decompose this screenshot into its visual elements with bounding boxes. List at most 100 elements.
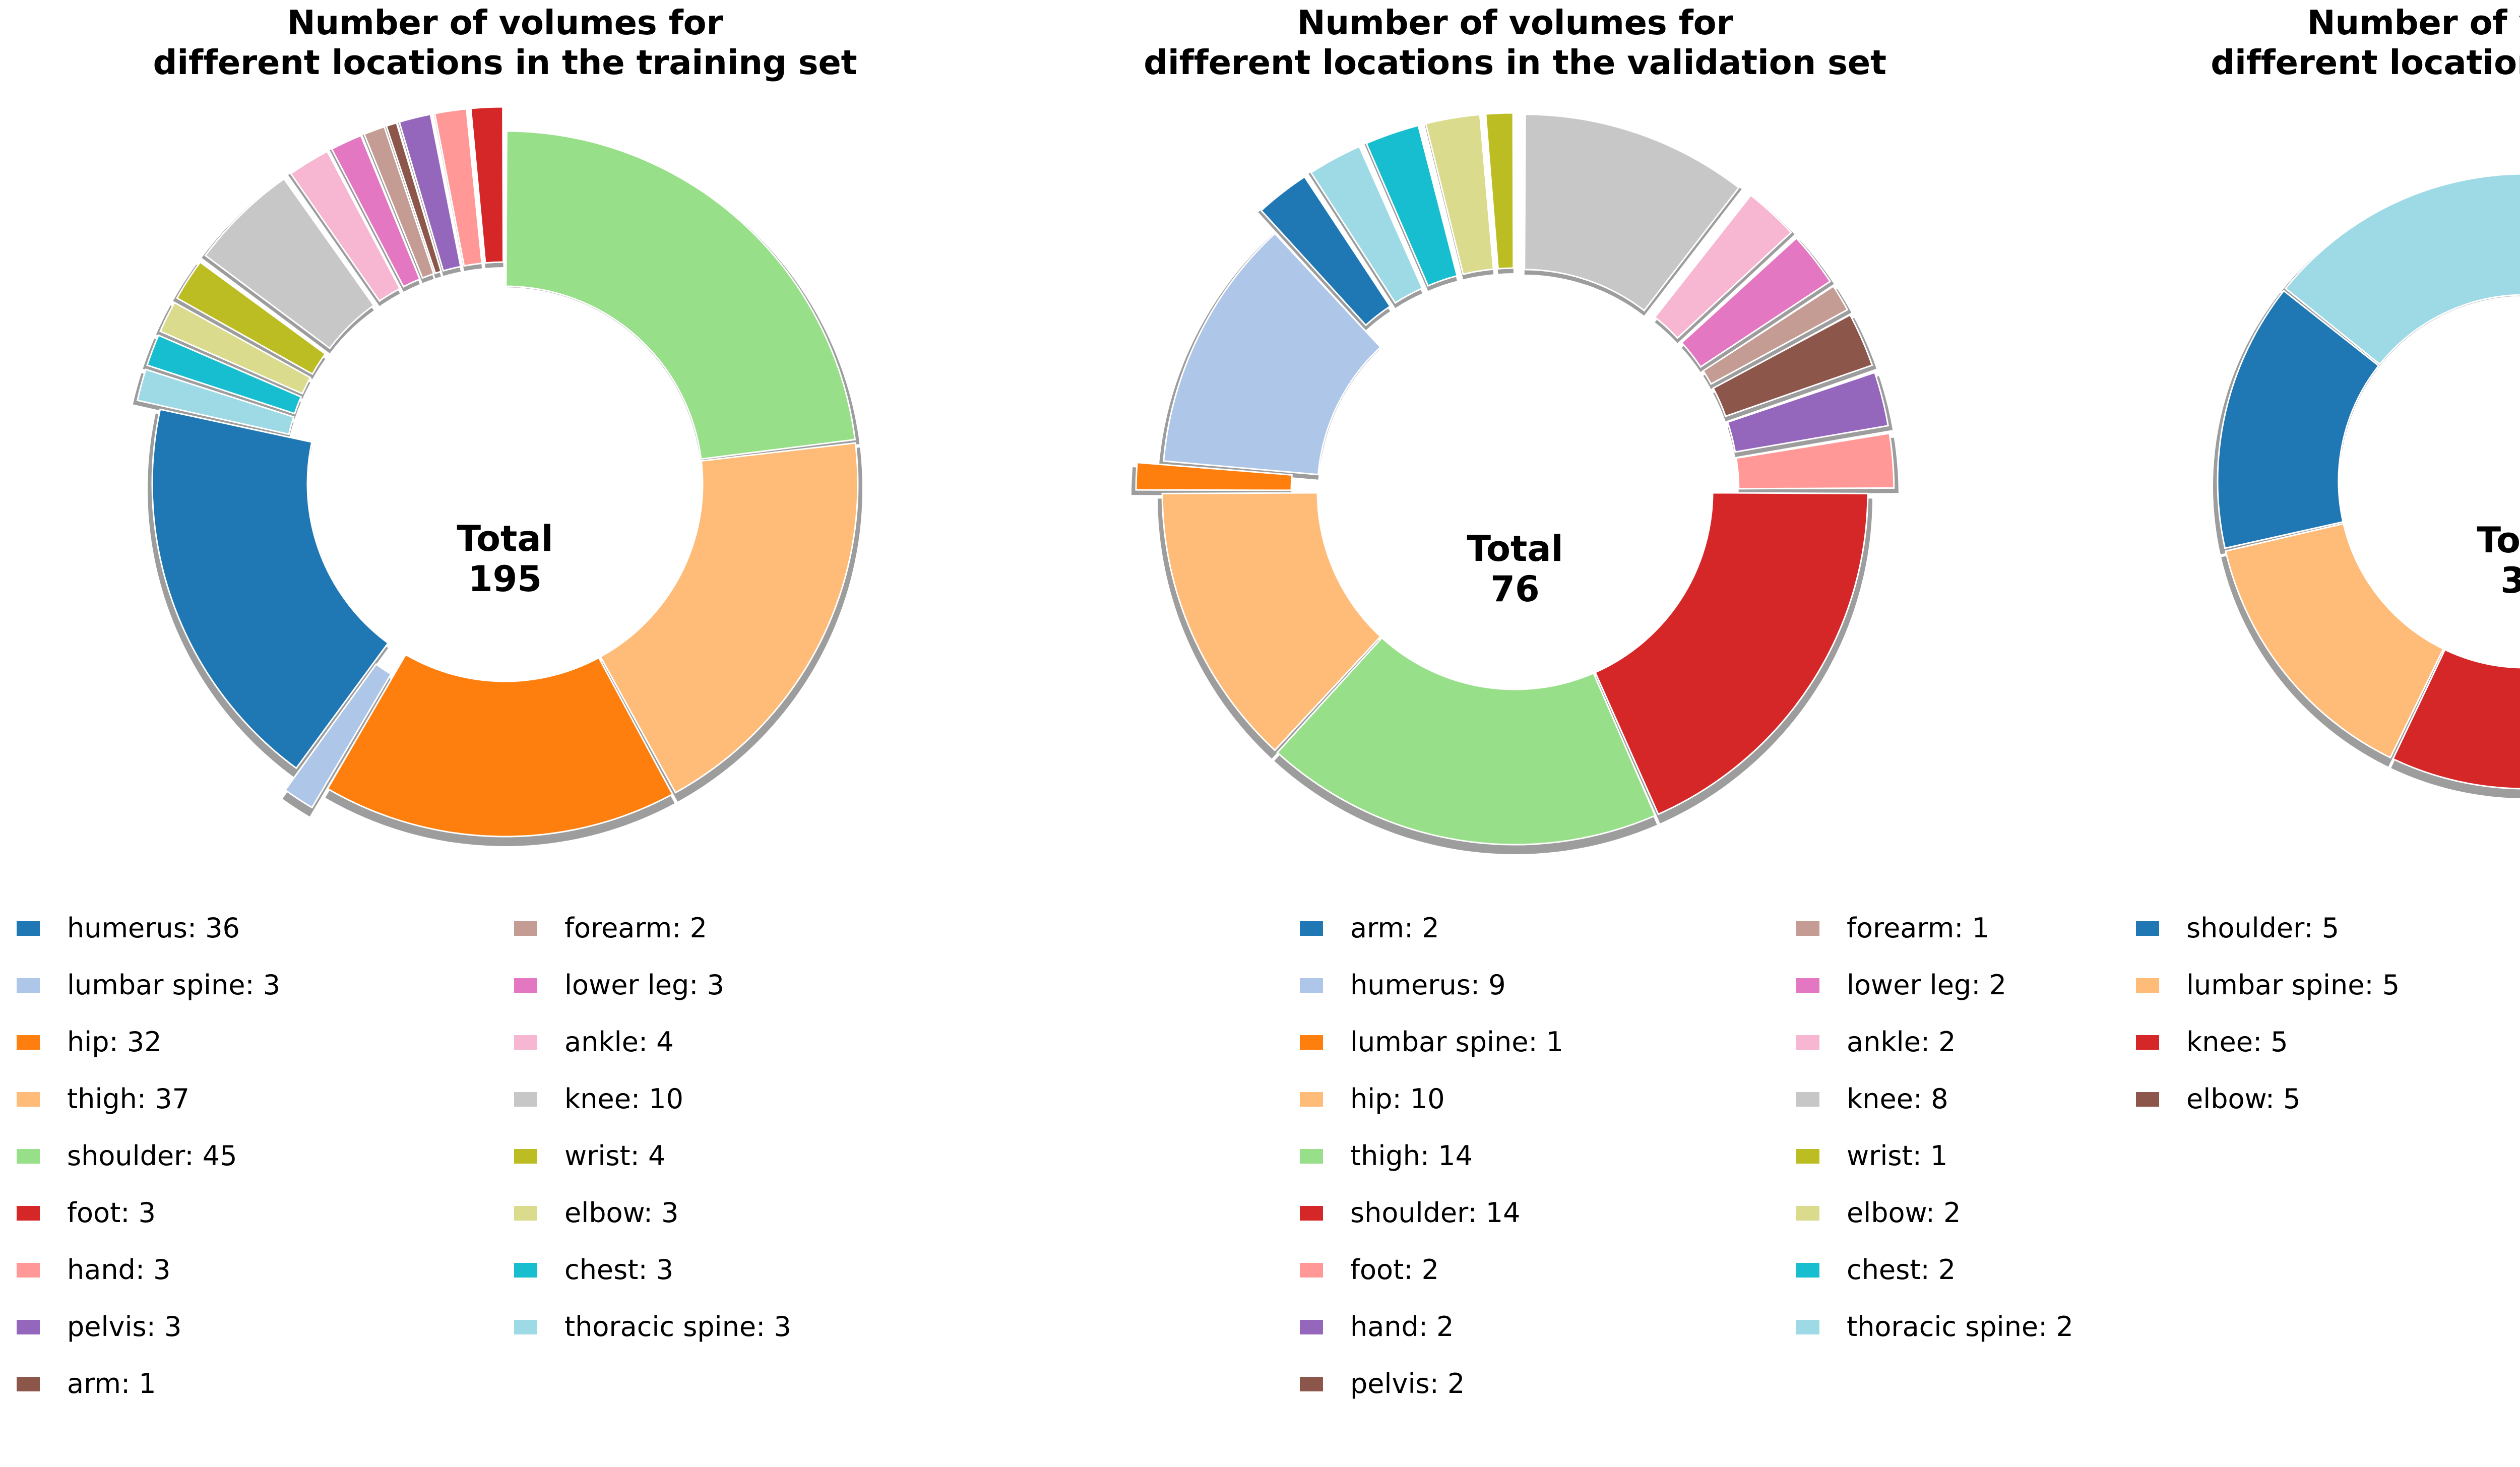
legend-label: arm: 2 <box>1350 912 1439 944</box>
legend-swatch-icon <box>1300 1149 1323 1164</box>
legend-swatch-icon <box>17 1149 40 1164</box>
donut-slice-forearm[interactable]: forearm: 2 <box>363 125 435 279</box>
legend-label: shoulder: 45 <box>67 1140 237 1172</box>
donut-slice-pelvis[interactable]: pelvis: 3 <box>398 113 462 272</box>
legend-swatch-icon <box>514 1263 537 1278</box>
legend-label: hand: 2 <box>1350 1311 1454 1343</box>
legend-swatch-icon <box>1796 1092 1819 1107</box>
legend-swatch-icon <box>1300 1377 1323 1391</box>
donut-slice-lower-leg[interactable]: lower leg: 3 <box>331 134 421 288</box>
legend-label: thigh: 14 <box>1350 1140 1473 1172</box>
legend-swatch-icon <box>1796 921 1819 936</box>
donut-slice-foot[interactable]: foot: 3 <box>470 106 505 264</box>
panel-validation: Number of volumes for different location… <box>1010 0 2073 1467</box>
legend-label: hand: 3 <box>67 1254 171 1286</box>
title-line-2: different locations in the training set <box>153 43 857 83</box>
donut-slice-foot[interactable]: foot: 2 <box>1735 432 1895 490</box>
legend-swatch-icon <box>1300 1035 1323 1050</box>
legend-label: lower leg: 2 <box>1847 969 2007 1001</box>
legend-label: hip: 32 <box>67 1026 162 1058</box>
legend-swatch-icon <box>514 1206 537 1221</box>
donut-slice-chest[interactable]: chest: 3 <box>146 334 302 415</box>
donut-slice-hand[interactable]: hand: 3 <box>433 108 483 267</box>
donut-center-hole <box>2340 296 2520 667</box>
donut-center-hole <box>1318 295 1712 688</box>
legend-label: forearm: 2 <box>564 912 707 944</box>
donut-slice-elbow[interactable]: elbow: 2 <box>1425 113 1494 276</box>
legend-swatch-icon <box>2136 978 2159 993</box>
legend-label: shoulder: 14 <box>1350 1197 1521 1229</box>
donut-slice-arm[interactable]: arm: 1 <box>385 121 442 275</box>
legend-swatch-icon <box>17 1320 40 1334</box>
page-title-test: Number of volumes for different location… <box>2020 3 2520 83</box>
legend-swatch-icon <box>514 1320 537 1334</box>
page-title-validation: Number of volumes for different location… <box>1010 3 2020 83</box>
donut-slice-wrist[interactable]: wrist: 4 <box>176 261 327 375</box>
donut-slice-lumbar-spine[interactable]: lumbar spine: 3 <box>284 663 393 809</box>
legend-label: pelvis: 2 <box>1350 1368 1465 1399</box>
donut-slice-wrist[interactable]: wrist: 1 <box>1485 112 1515 270</box>
legend-label: thoracic spine: 3 <box>564 1311 791 1343</box>
legend-swatch-icon <box>1300 1092 1323 1107</box>
donut-slice-thigh[interactable]: thigh: 14 <box>1276 636 1657 846</box>
donut-slice-lumbar-spine[interactable]: lumbar spine: 1 <box>1135 462 1293 491</box>
donut-slice-knee[interactable]: knee: 10 <box>204 177 375 350</box>
donut-slice-lower-leg[interactable]: lower leg: 2 <box>1680 237 1832 368</box>
donut-slice-shoulder[interactable]: shoulder: 45 <box>505 130 856 460</box>
donut-slice-forearm[interactable]: forearm: 1 <box>1702 285 1849 385</box>
donut-slice-knee[interactable]: knee: 8 <box>1524 113 1740 312</box>
donut-slice-humerus[interactable]: humerus: 36 <box>151 408 390 770</box>
donut-slice-chest[interactable]: chest: 2 <box>1365 124 1458 287</box>
donut-slice-pelvis[interactable]: pelvis: 2 <box>1712 313 1873 417</box>
donut-slice-thoracic-spine[interactable]: thoracic spine: 2 <box>1310 145 1424 304</box>
legend-swatch-icon <box>17 978 40 993</box>
donut-slice-humerus[interactable]: humerus: 9 <box>1163 232 1382 476</box>
legend-label: elbow: 2 <box>1847 1197 1961 1229</box>
legend-swatch-icon <box>1796 978 1819 993</box>
legend-label: foot: 2 <box>1350 1254 1439 1286</box>
donut-slice-thoracic-spine[interactable]: thoracic spine: 3 <box>136 368 295 435</box>
legend-swatch-icon <box>1796 1263 1819 1278</box>
donut-slice-lumbar-spine[interactable]: lumbar spine: 5 <box>2225 523 2444 759</box>
donut-slice-hip[interactable]: hip: 10 <box>1161 492 1382 751</box>
donut-slice-hand[interactable]: hand: 5 <box>2284 173 2520 366</box>
legend-label: forearm: 1 <box>1847 912 1989 944</box>
legend-label: knee: 10 <box>564 1083 684 1115</box>
legend-swatch-icon <box>514 1149 537 1164</box>
legend-label: chest: 2 <box>1847 1254 1956 1286</box>
legend-swatch-icon <box>17 1092 40 1107</box>
donut-slice-hand[interactable]: hand: 2 <box>1726 371 1889 453</box>
legend-swatch-icon <box>514 1092 537 1107</box>
donut-slice-elbow[interactable]: elbow: 3 <box>159 301 311 395</box>
legend-label: ankle: 2 <box>1847 1026 1956 1058</box>
legend-swatch-icon <box>1300 921 1323 936</box>
donut-slice-arm[interactable]: arm: 2 <box>1260 175 1392 327</box>
legend-swatch-icon <box>17 1263 40 1278</box>
legend-label: humerus: 9 <box>1350 969 1506 1001</box>
donut-slice-thigh[interactable]: thigh: 37 <box>599 442 859 794</box>
donut-slice-hip[interactable]: hip: 32 <box>326 653 674 838</box>
legend-swatch-icon <box>1300 1206 1323 1221</box>
legend-swatch-icon <box>1796 1035 1819 1050</box>
donut-center-hole <box>308 287 702 680</box>
donut-slice-shoulder[interactable]: shoulder: 14 <box>1594 492 1869 815</box>
title-line-1: Number of volumes for <box>1297 3 1733 42</box>
legend-label: ankle: 4 <box>564 1026 674 1058</box>
donut-slice-ankle[interactable]: ankle: 4 <box>289 150 401 302</box>
legend-swatch-icon <box>1796 1206 1819 1221</box>
legend-swatch-icon <box>2136 921 2159 936</box>
legend-label: lumbar spine: 3 <box>67 969 281 1001</box>
legend-label: hip: 10 <box>1350 1083 1445 1115</box>
legend-label: thigh: 37 <box>67 1083 190 1115</box>
donut-slice-shoulder[interactable]: shoulder: 5 <box>2217 289 2380 549</box>
legend-label: lower leg: 3 <box>564 969 725 1001</box>
legend-label: shoulder: 5 <box>2186 912 2340 944</box>
donut-slice-ankle[interactable]: ankle: 2 <box>1654 194 1793 339</box>
legend-label: lumbar spine: 1 <box>1350 1026 1564 1058</box>
donut-slice-knee[interactable]: knee: 5 <box>2391 649 2520 790</box>
